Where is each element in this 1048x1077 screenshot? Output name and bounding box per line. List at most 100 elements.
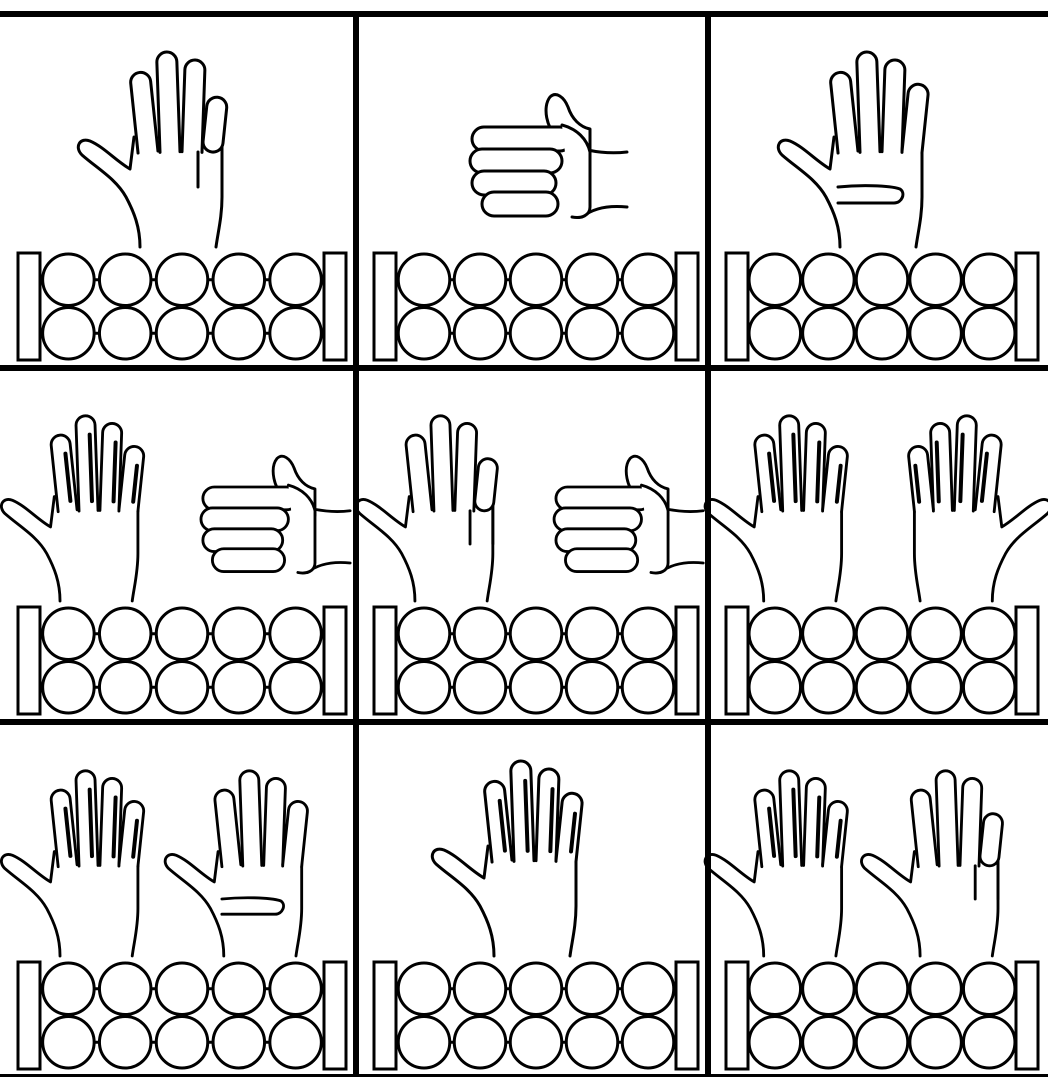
open-hand-hand-icon <box>705 770 848 956</box>
bead <box>510 608 562 660</box>
worksheet-cell <box>705 415 1048 714</box>
bead <box>566 608 618 660</box>
frame-left-bar <box>726 607 748 714</box>
bead-frame <box>726 253 1038 360</box>
frame-left-bar <box>726 253 748 360</box>
bead <box>270 608 322 660</box>
bead <box>213 1017 264 1069</box>
bead <box>213 963 264 1015</box>
three-fingers-hand-icon <box>861 770 1003 956</box>
worksheet-cell <box>1 770 346 1069</box>
bead <box>856 963 908 1015</box>
frame-right-bar <box>1016 962 1038 1069</box>
frame-right-bar <box>1016 253 1038 360</box>
bead <box>398 608 450 660</box>
three-fingers-hand-icon <box>356 415 498 601</box>
frame-right-bar <box>324 607 346 714</box>
bead <box>963 963 1015 1015</box>
bead <box>963 254 1015 306</box>
bead <box>43 608 95 660</box>
bead <box>622 254 674 306</box>
bead <box>99 608 151 660</box>
bead <box>566 662 618 714</box>
bead <box>910 963 962 1015</box>
bead <box>398 963 450 1015</box>
bead <box>99 963 151 1015</box>
bead <box>454 963 506 1015</box>
worksheet-cell <box>18 52 346 360</box>
bead <box>749 662 801 714</box>
bead-frame <box>726 607 1038 714</box>
bead <box>622 662 674 714</box>
bead <box>398 662 450 714</box>
bead <box>566 254 618 306</box>
bead <box>803 963 855 1015</box>
bead <box>856 662 908 714</box>
bead <box>963 1017 1015 1069</box>
bead <box>270 254 322 306</box>
bead <box>510 308 562 360</box>
bead <box>398 254 450 306</box>
bead <box>99 308 151 360</box>
bead <box>156 963 208 1015</box>
worksheet-cell <box>356 415 703 714</box>
bead <box>856 1017 908 1069</box>
bead <box>454 662 506 714</box>
bead <box>270 1017 322 1069</box>
bead <box>510 1017 562 1069</box>
bead <box>510 662 562 714</box>
bead-frame <box>374 253 698 360</box>
worksheet-cell <box>374 95 698 360</box>
bead <box>622 1017 674 1069</box>
bead <box>622 308 674 360</box>
bead <box>270 308 322 360</box>
bead <box>510 254 562 306</box>
bead <box>749 308 801 360</box>
bead <box>454 308 506 360</box>
frame-left-bar <box>374 253 396 360</box>
thumb-hand-icon <box>470 95 627 218</box>
open-hand-hand-icon <box>1 415 144 601</box>
frame-right-bar <box>676 253 698 360</box>
bead <box>910 254 962 306</box>
bead <box>566 963 618 1015</box>
bead <box>963 608 1015 660</box>
bead-frame <box>726 962 1038 1069</box>
bead <box>156 608 208 660</box>
bead <box>749 608 801 660</box>
three-fingers-hand-icon <box>78 52 227 247</box>
bead <box>910 608 962 660</box>
bead <box>856 608 908 660</box>
bead <box>963 662 1015 714</box>
thumb-hand-icon <box>201 456 350 573</box>
worksheet-cell <box>726 52 1038 360</box>
bead <box>270 963 322 1015</box>
bead <box>43 308 95 360</box>
worksheet-cell <box>374 761 698 1069</box>
frame-left-bar <box>18 962 40 1069</box>
open-hand-hand-icon <box>1 770 144 956</box>
bead <box>622 608 674 660</box>
bead <box>803 254 855 306</box>
four-fingers-hand-icon <box>165 770 308 956</box>
bead <box>156 254 208 306</box>
frame-left-bar <box>374 962 396 1069</box>
bead <box>156 1017 208 1069</box>
bead <box>910 662 962 714</box>
bead-frame <box>18 962 346 1069</box>
bead <box>803 662 855 714</box>
thumb-hand-icon <box>554 456 703 573</box>
bead-frame <box>18 253 346 360</box>
bead <box>156 662 208 714</box>
bead-frame <box>374 607 698 714</box>
bead <box>856 308 908 360</box>
bead <box>749 963 801 1015</box>
bead-frame <box>18 607 346 714</box>
bead <box>43 254 95 306</box>
bead <box>213 254 264 306</box>
bead <box>963 308 1015 360</box>
bead <box>803 608 855 660</box>
bead <box>454 608 506 660</box>
